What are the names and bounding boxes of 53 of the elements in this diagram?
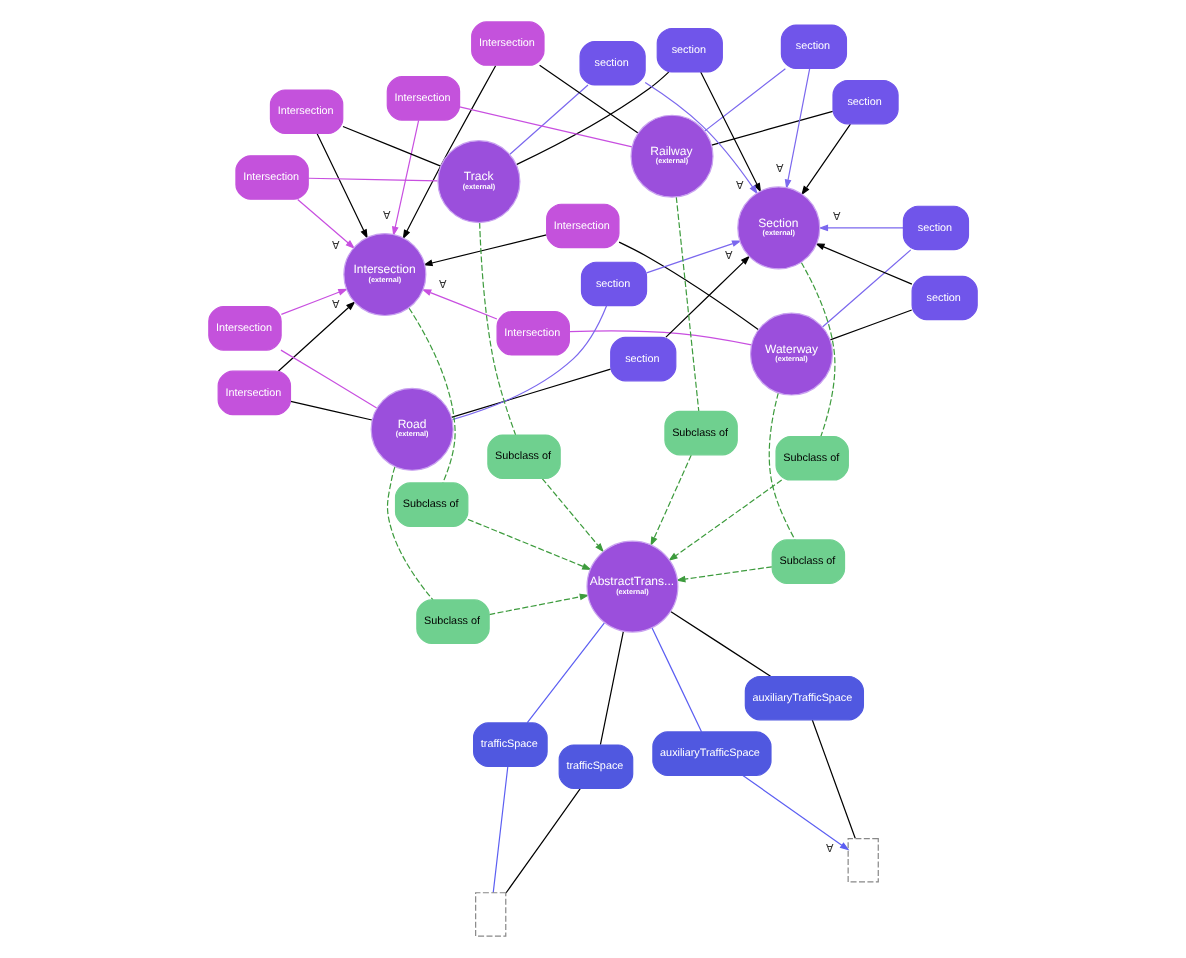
arrow (644, 81, 758, 195)
connector (515, 71, 670, 166)
connector (599, 631, 624, 746)
arrow (784, 68, 811, 190)
connector (505, 787, 582, 894)
connector (670, 611, 772, 677)
connector (618, 241, 759, 330)
connector (675, 196, 700, 412)
arrow (280, 288, 348, 315)
connector (342, 125, 442, 167)
arrow (422, 234, 548, 267)
arrow (297, 198, 356, 249)
arrow (818, 224, 904, 232)
connector (768, 392, 796, 541)
node-box (847, 838, 879, 883)
arrow (650, 454, 692, 547)
connector (280, 349, 378, 409)
arrow (421, 289, 498, 320)
arrow (277, 301, 356, 372)
connector (509, 84, 589, 155)
arrow (668, 479, 783, 562)
connector (307, 177, 439, 182)
connector (479, 222, 517, 436)
connector (704, 68, 786, 132)
node-box (475, 892, 507, 937)
arrow (541, 478, 605, 553)
connector (800, 261, 836, 438)
arrow (645, 240, 742, 274)
arrow (801, 123, 851, 196)
connector (539, 64, 639, 134)
arrow (815, 243, 913, 285)
connector (451, 305, 608, 421)
connector (568, 330, 752, 346)
arrow (392, 119, 420, 237)
arrow (402, 65, 497, 240)
connector (492, 765, 509, 894)
connector (711, 110, 834, 146)
connector (459, 106, 633, 148)
connector (651, 627, 703, 733)
arrow (742, 774, 850, 851)
connector (290, 400, 373, 421)
arrow (488, 593, 590, 616)
connector (408, 307, 456, 484)
connector (526, 622, 605, 724)
connector (811, 719, 856, 839)
connector (821, 249, 912, 328)
arrow (316, 133, 368, 239)
arrow (675, 566, 773, 583)
arrow (665, 255, 751, 338)
connector (386, 466, 434, 601)
arrow (467, 518, 592, 570)
connector (450, 368, 612, 418)
connector (829, 309, 913, 341)
